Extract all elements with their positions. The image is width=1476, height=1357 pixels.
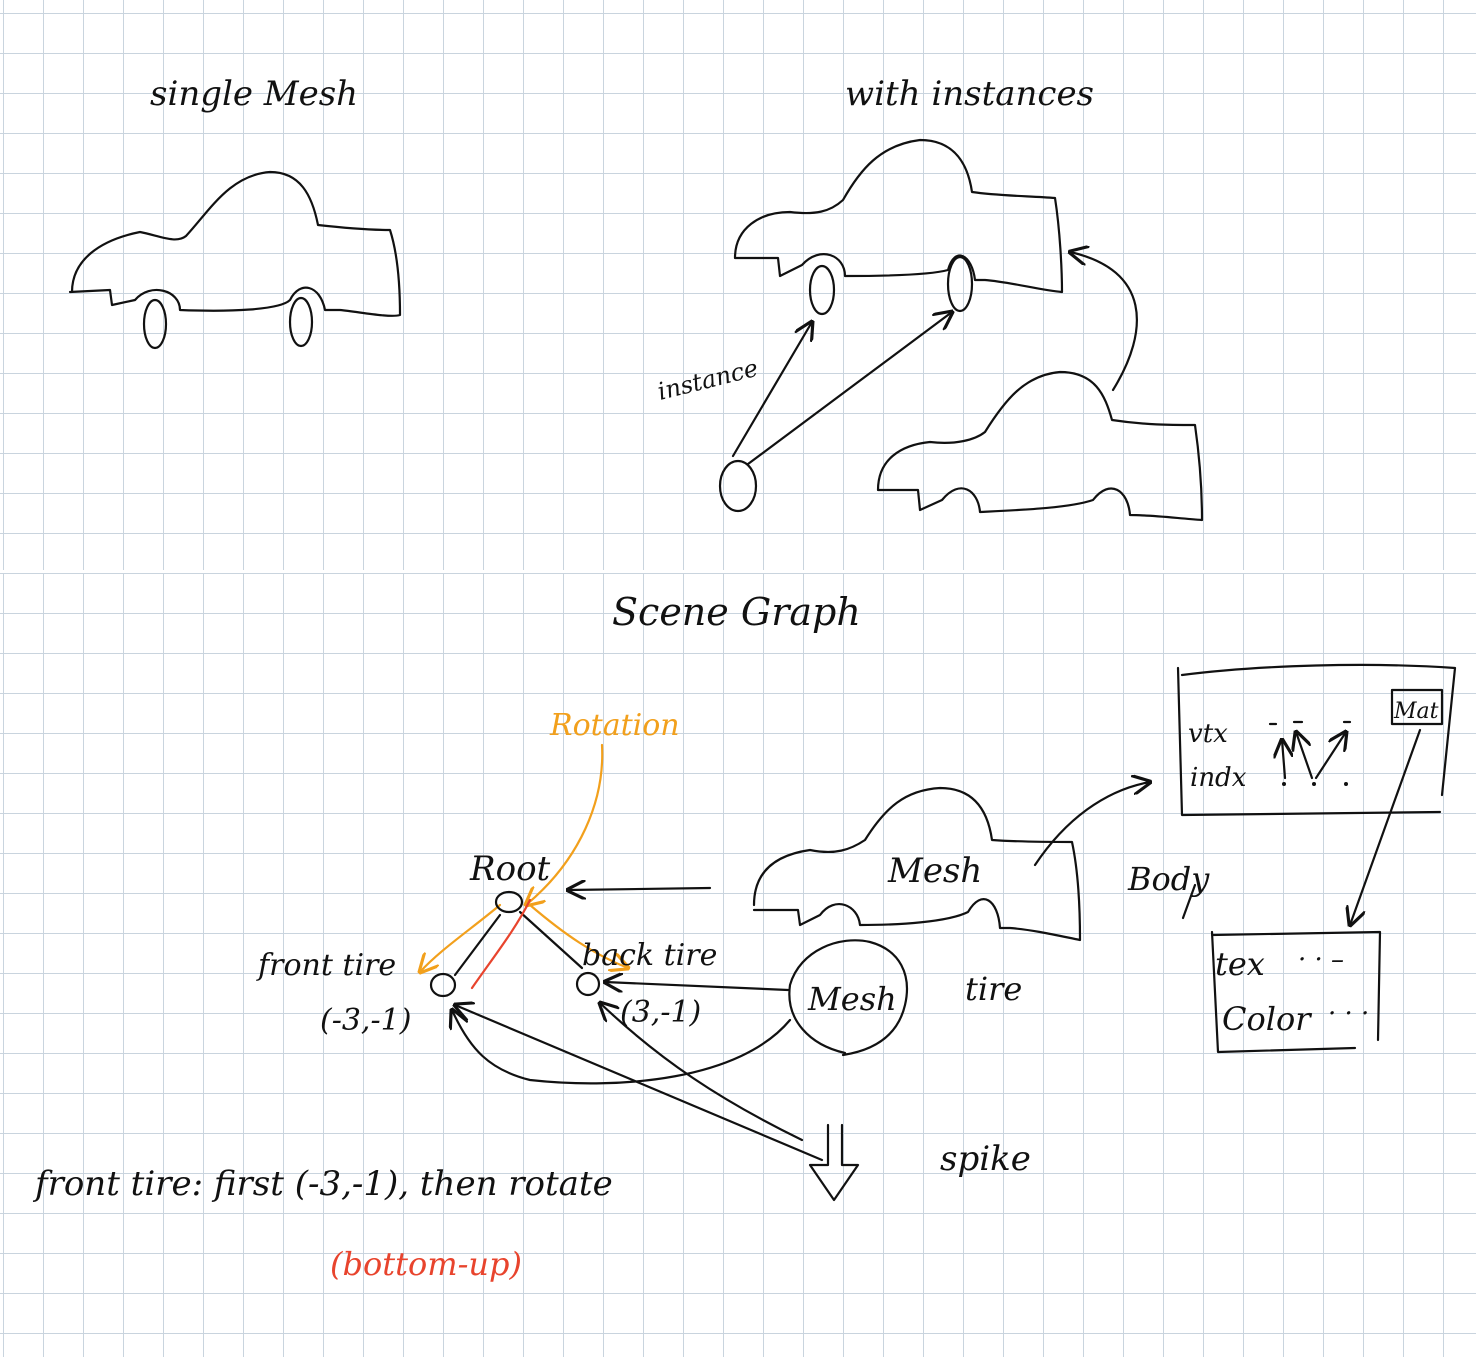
label-mat: Mat (1393, 699, 1439, 724)
mat-box (1390, 688, 1444, 726)
instance-arrow-back (746, 312, 952, 466)
note-front-tire-order: front tire: first (-3,-1), then rotate (32, 1164, 613, 1204)
rotation-arrow-to-front-tire (420, 903, 502, 972)
label-rotation: Rotation (549, 708, 680, 743)
instanced-car-second (876, 370, 1204, 522)
title-scene-graph: Scene Graph (612, 590, 861, 634)
label-tire: tire (965, 970, 1022, 1008)
label-body: Body (1127, 860, 1210, 898)
wheel-front (808, 264, 836, 316)
instanced-car-main (733, 138, 1064, 316)
material-box (1210, 930, 1382, 1054)
label-tex: tex (1215, 945, 1265, 983)
wheel-back (946, 255, 974, 313)
wheel-front (142, 298, 168, 350)
body-mesh-car (752, 786, 1082, 942)
car-body-outline (733, 138, 1064, 294)
label-front-tire-coords: (-3,-1) (320, 1003, 411, 1038)
instance-arrow-to-second (1070, 252, 1138, 392)
bottom-up-arrow-stroke (470, 898, 532, 990)
label-mesh-body: Mesh (887, 851, 982, 891)
car-body-outline (752, 786, 1082, 942)
spike-hollow-arrow (808, 1123, 860, 1202)
arrow-tire-mesh-to-front-tire (452, 1010, 792, 1085)
label-instance: instance (655, 354, 761, 406)
title-single-mesh: single Mesh (150, 74, 358, 114)
note-bottom-up: (bottom-up) (330, 1245, 522, 1283)
wheel-back (288, 296, 314, 348)
arrow-mesh-to-buffers (1033, 782, 1150, 867)
spike-arrow-to-front-tire (455, 1005, 824, 1162)
label-back-tire-coords: (3,-1) (620, 995, 701, 1030)
car-body-outline (68, 170, 402, 317)
spike-arrow-to-back-tire (600, 1003, 804, 1142)
instance-arrow-front (731, 322, 812, 458)
title-with-instances: with instances (845, 74, 1094, 114)
label-tex-dots: · · – (1298, 945, 1344, 975)
front-tire-node (429, 972, 457, 998)
body-label-tick (1181, 883, 1197, 920)
arrow-mat-to-material (1350, 728, 1422, 925)
index-pointer-arrows (1268, 720, 1352, 786)
rotation-arrow-to-back-tire (528, 903, 628, 968)
arrow-tire-mesh-to-back-tire (605, 982, 790, 990)
rotation-arrow-to-root (526, 743, 604, 905)
tire-mesh-circle (788, 939, 909, 1057)
edge-root-back (518, 910, 584, 970)
single-mesh-car (68, 170, 402, 350)
back-tire-node (575, 971, 601, 997)
label-color: Color (1222, 1000, 1312, 1038)
label-indx: indx (1190, 763, 1247, 793)
label-mesh-tire: Mesh (807, 980, 897, 1018)
label-color-dots: · · · (1328, 999, 1369, 1029)
arrow-body-mesh-to-root (568, 888, 712, 890)
root-node (494, 890, 524, 914)
edge-root-front (453, 913, 502, 977)
label-front-tire: front tire (256, 948, 396, 983)
page-divider (0, 570, 1476, 573)
label-back-tire: back tire (582, 938, 717, 973)
car-body-outline (876, 370, 1204, 522)
label-spike: spike (940, 1139, 1031, 1179)
label-vtx: vtx (1188, 719, 1228, 749)
buffer-box (1176, 663, 1457, 817)
instance-source-node (718, 459, 758, 513)
label-root: Root (469, 849, 551, 889)
